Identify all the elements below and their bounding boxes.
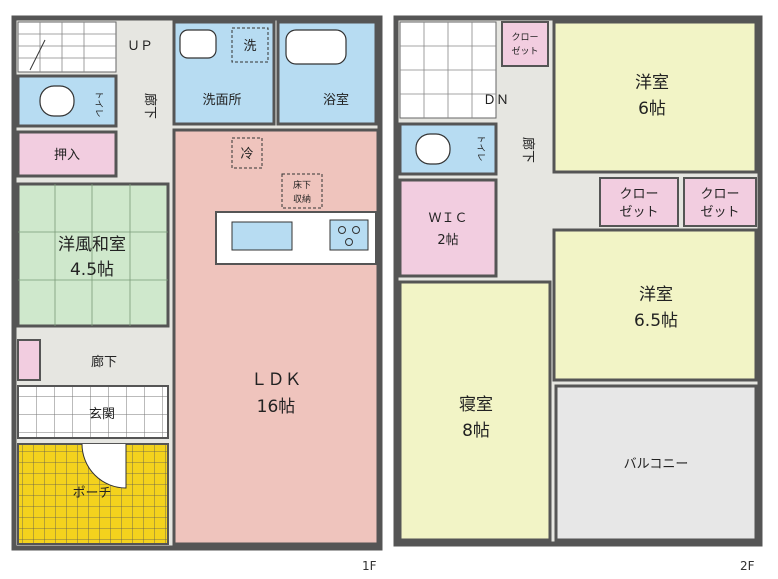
western-room-6 (552, 20, 758, 174)
hall-upper-label: 廊下 (142, 93, 158, 119)
entrance-door-swing (81, 443, 127, 489)
japanese-room-size: 4.5帖 (70, 260, 114, 280)
closet-top-label-2: ゼット (511, 45, 538, 57)
oshiire-upper-label: 押入 (54, 148, 80, 163)
fridge-space (231, 137, 263, 169)
stairs-up-label: ＵＰ (127, 39, 153, 54)
toilet-1f-label: トイレ (93, 90, 103, 117)
japanese-room-name: 洋風和室 (58, 235, 126, 255)
washroom-label: 洗面所 (202, 93, 241, 108)
burner-icon (338, 226, 346, 234)
entrance (17, 385, 169, 439)
stairs-1f (17, 21, 117, 73)
kitchen-sink (231, 221, 293, 251)
underfloor-storage (281, 173, 323, 209)
burner-icon (345, 238, 353, 246)
closet-a (599, 177, 679, 227)
balcony (554, 384, 758, 542)
porch-label: ポーチ (72, 486, 111, 501)
closet-a-label-2: ゼット (619, 205, 658, 220)
closet-b (683, 177, 757, 227)
closet-b-label-1: クロー (700, 187, 739, 202)
toilet-2f-label: トイレ (475, 134, 485, 161)
washbasin (179, 29, 217, 59)
oshiire-lower (17, 339, 41, 381)
bedroom-name: 寝室 (459, 394, 493, 415)
floor-2: ＤＮ クロー ゼット 洋室 6帖 トイレ 廊下 ＷＩＣ 2帖 クロー ゼット ク… (393, 15, 763, 573)
washer-space (231, 27, 269, 63)
floor2-label: 2F (740, 559, 755, 573)
bedroom-size: 8帖 (462, 421, 490, 441)
oshiire-upper (16, 130, 118, 178)
western-room-65 (552, 228, 758, 382)
underfloor-label-1: 床下 (293, 179, 311, 191)
western-6-name: 洋室 (635, 73, 669, 93)
ldk-name: ＬＤＫ (251, 370, 302, 390)
floor1-label: 1F (362, 559, 377, 573)
closet-b-label-2: ゼット (700, 205, 739, 220)
ldk-size: 16帖 (257, 397, 296, 417)
toilet-bowl-1f (39, 85, 75, 117)
floor-1: ＵＰ 洗 洗面所 浴室 トイレ 廊下 押入 洋風和室 4.5帖 冷 床下 収納 (11, 15, 383, 573)
western-65-name: 洋室 (639, 285, 673, 305)
fridge-label: 冷 (240, 147, 253, 162)
wic (398, 178, 498, 278)
bathtub (285, 29, 347, 65)
stairs-dn-label: ＤＮ (483, 93, 509, 108)
burner-icon (352, 226, 360, 234)
closet-top (501, 21, 549, 67)
entrance-label: 玄関 (89, 407, 115, 422)
western-6-size: 6帖 (638, 99, 666, 119)
hall-lower-label: 廊下 (91, 354, 117, 370)
closet-top-label-1: クロー (511, 32, 538, 43)
bath-label: 浴室 (323, 92, 349, 108)
balcony-label: バルコニー (624, 457, 689, 472)
bedroom (398, 280, 552, 542)
wic-name: ＷＩＣ (428, 211, 467, 226)
toilet-bowl-2f (415, 133, 451, 165)
washer-label: 洗 (243, 39, 256, 54)
hall-2f-label: 廊下 (520, 137, 536, 163)
underfloor-label-2: 収納 (293, 193, 311, 205)
stairs-2f (399, 21, 497, 119)
western-65-size: 6.5帖 (634, 311, 678, 331)
wic-size: 2帖 (437, 233, 458, 248)
japanese-room (16, 182, 170, 328)
closet-a-label-1: クロー (619, 187, 658, 202)
ldk-room (172, 128, 380, 546)
